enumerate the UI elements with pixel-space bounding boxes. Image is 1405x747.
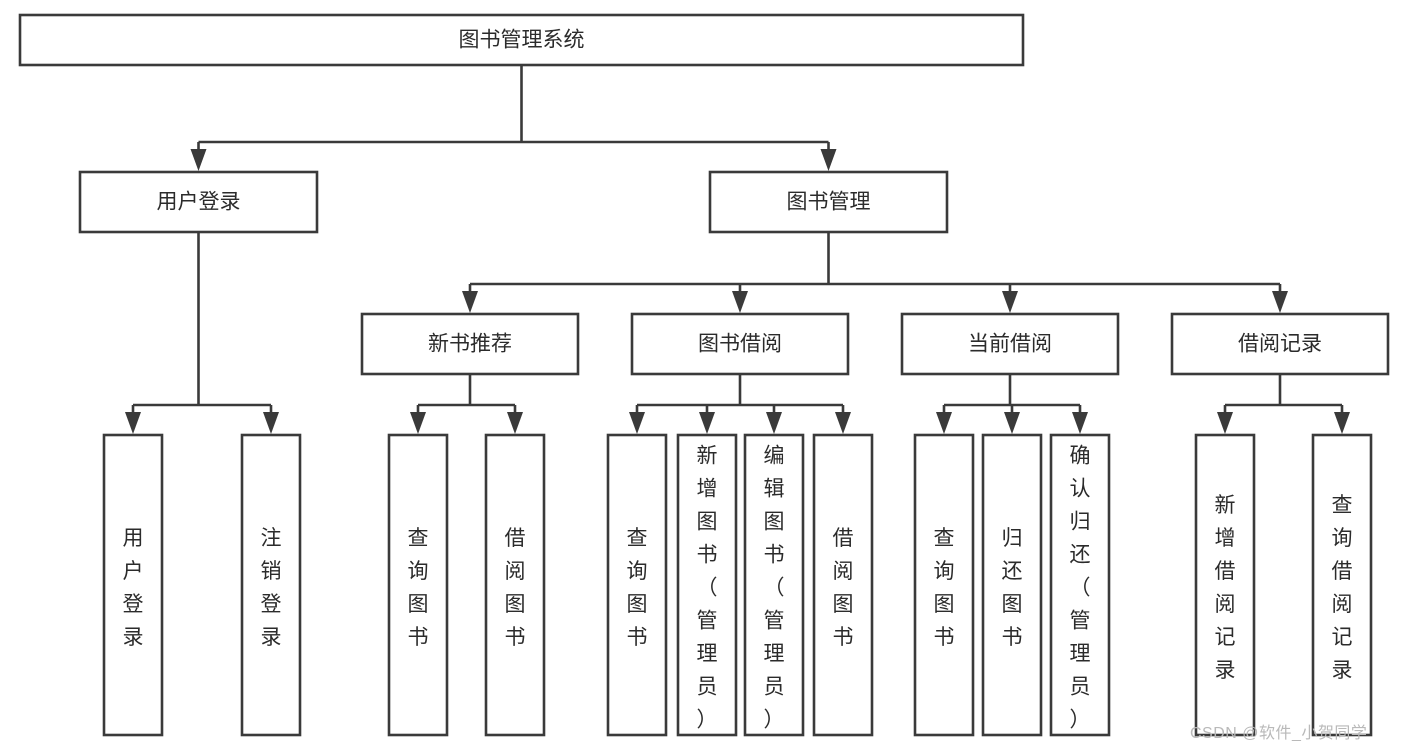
arrow-head-icon <box>766 412 782 434</box>
arrow-head-icon <box>1334 412 1350 434</box>
node-box[interactable] <box>102 433 164 737</box>
node-leaf-5[interactable]: 查询图书 <box>606 433 668 737</box>
connector-group-user-login <box>125 232 279 434</box>
node-new-book-rec[interactable]: 新书推荐 <box>360 312 580 376</box>
arrow-head-icon <box>1004 412 1020 434</box>
node-leaf-3[interactable]: 查询图书 <box>387 433 449 737</box>
node-leaf-13[interactable]: 查询借阅记录 <box>1311 433 1373 737</box>
node-box[interactable] <box>743 433 805 737</box>
node-box[interactable] <box>676 433 738 737</box>
node-box[interactable] <box>78 170 319 234</box>
arrow-head-icon <box>1272 291 1288 313</box>
node-current-borrow[interactable]: 当前借阅 <box>900 312 1120 376</box>
node-leaf-7[interactable]: 编辑图书（管理员） <box>743 433 805 737</box>
node-label: 确认归还（管理员） <box>1070 445 1091 732</box>
node-box[interactable] <box>812 433 874 737</box>
node-box[interactable] <box>240 433 302 737</box>
node-label: 图书管理 <box>787 191 871 214</box>
node-user-login[interactable]: 用户登录 <box>78 170 319 234</box>
arrow-head-icon <box>1072 412 1088 434</box>
node-label: 查询图书 <box>934 527 955 649</box>
node-leaf-11[interactable]: 确认归还（管理员） <box>1049 433 1111 737</box>
connector-group-root <box>190 65 837 171</box>
node-label: 当前借阅 <box>968 333 1052 356</box>
arrow-head-icon <box>507 412 523 434</box>
node-leaf-6[interactable]: 新增图书（管理员） <box>676 433 738 737</box>
node-box[interactable] <box>913 433 975 737</box>
arrow-head-icon <box>936 412 952 434</box>
node-label: 新书推荐 <box>428 333 512 356</box>
node-box[interactable] <box>900 312 1120 376</box>
node-leaf-9[interactable]: 查询图书 <box>913 433 975 737</box>
node-label: 查询图书 <box>627 527 648 649</box>
node-label: 用户登录 <box>157 191 241 214</box>
arrow-head-icon <box>462 291 478 313</box>
node-box[interactable] <box>18 13 1025 67</box>
node-label: 图书借阅 <box>698 333 782 356</box>
node-box[interactable] <box>387 433 449 737</box>
node-box[interactable] <box>630 312 850 376</box>
arrow-head-icon <box>125 412 141 434</box>
node-box[interactable] <box>1311 433 1373 737</box>
node-label: 编辑图书（管理员） <box>764 445 785 732</box>
connector-group-book-manage <box>462 232 1288 313</box>
arrow-head-icon <box>820 149 837 171</box>
node-box[interactable] <box>708 170 949 234</box>
node-leaf-4[interactable]: 借阅图书 <box>484 433 546 737</box>
connector-group-book-borrow <box>629 374 851 434</box>
node-label: 查询借阅记录 <box>1332 494 1353 682</box>
node-label: 新增借阅记录 <box>1215 494 1236 682</box>
node-leaf-10[interactable]: 归还图书 <box>981 433 1043 737</box>
arrow-head-icon <box>835 412 851 434</box>
node-label: 借阅图书 <box>833 527 854 649</box>
node-box[interactable] <box>360 312 580 376</box>
node-leaf-8[interactable]: 借阅图书 <box>812 433 874 737</box>
node-label: 图书管理系统 <box>459 29 585 52</box>
node-label: 用户登录 <box>123 527 144 649</box>
node-box[interactable] <box>1049 433 1111 737</box>
arrow-head-icon <box>1002 291 1018 313</box>
connector-group-borrow-record <box>1217 374 1350 434</box>
connector-layer <box>125 65 1350 434</box>
node-box[interactable] <box>484 433 546 737</box>
node-label: 注销登录 <box>261 527 282 649</box>
arrow-head-icon <box>629 412 645 434</box>
arrow-head-icon <box>699 412 715 434</box>
connector-group-new-book-rec <box>410 374 523 434</box>
node-box[interactable] <box>1194 433 1256 737</box>
node-box[interactable] <box>981 433 1043 737</box>
connector-group-current-borrow <box>936 374 1088 434</box>
arrow-head-icon <box>263 412 279 434</box>
node-root[interactable]: 图书管理系统 <box>18 13 1025 67</box>
arrow-head-icon <box>1217 412 1233 434</box>
arrow-head-icon <box>190 149 207 171</box>
node-book-borrow[interactable]: 图书借阅 <box>630 312 850 376</box>
node-label: 归还图书 <box>1002 527 1023 649</box>
node-layer: 图书管理系统用户登录图书管理新书推荐图书借阅当前借阅借阅记录用户登录注销登录查询… <box>18 13 1390 737</box>
node-label: 借阅图书 <box>505 527 526 649</box>
arrow-head-icon <box>732 291 748 313</box>
node-leaf-2[interactable]: 注销登录 <box>240 433 302 737</box>
node-box[interactable] <box>606 433 668 737</box>
arrow-head-icon <box>410 412 426 434</box>
node-book-manage[interactable]: 图书管理 <box>708 170 949 234</box>
node-label: 查询图书 <box>408 527 429 649</box>
node-leaf-12[interactable]: 新增借阅记录 <box>1194 433 1256 737</box>
node-label: 借阅记录 <box>1238 333 1322 356</box>
node-label: 新增图书（管理员） <box>697 445 718 732</box>
node-leaf-1[interactable]: 用户登录 <box>102 433 164 737</box>
node-box[interactable] <box>1170 312 1390 376</box>
node-borrow-record[interactable]: 借阅记录 <box>1170 312 1390 376</box>
